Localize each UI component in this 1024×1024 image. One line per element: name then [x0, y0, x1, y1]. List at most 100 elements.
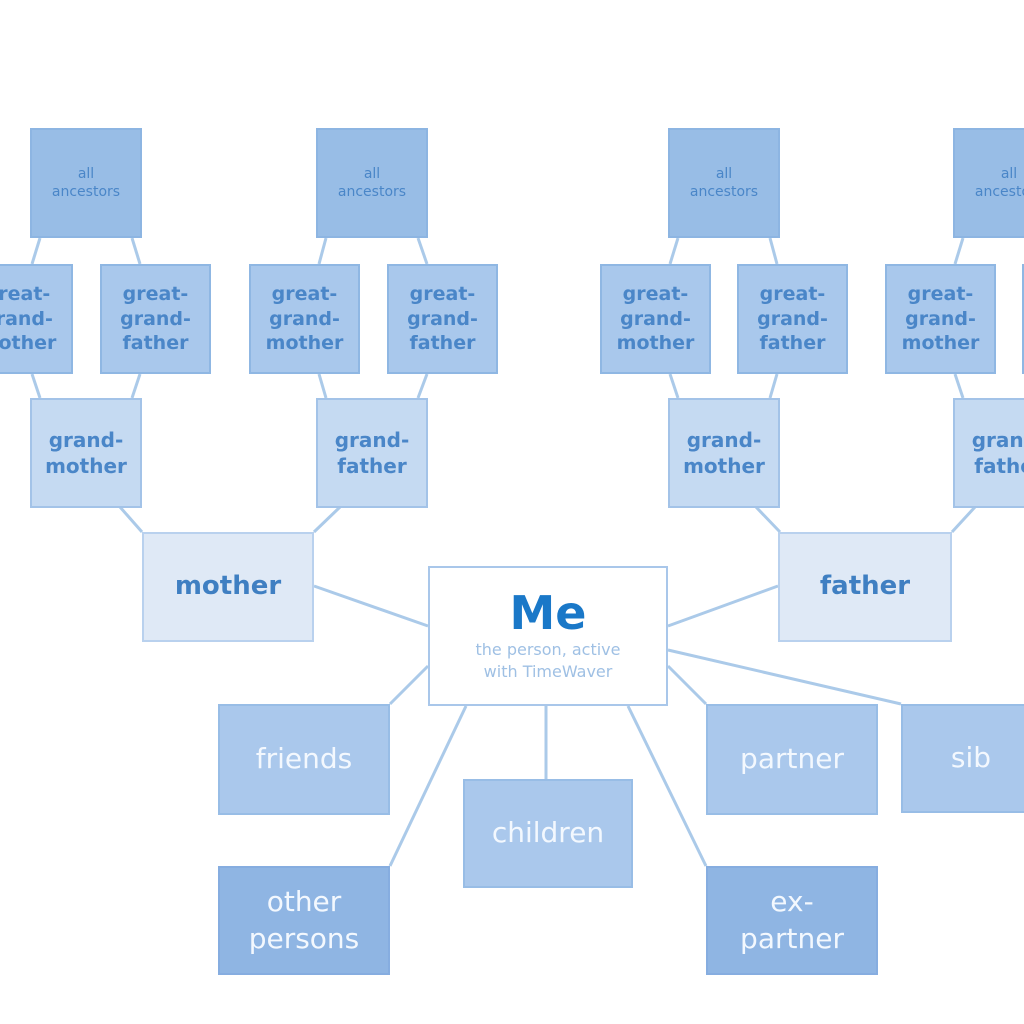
friends-box[interactable]: friends [218, 704, 390, 815]
great-grandfather-box[interactable]: great-grand-father [737, 264, 848, 374]
children-box[interactable]: children [463, 779, 633, 888]
ex-partner-box-label: ex- [770, 885, 814, 919]
great-grandfather-box-label: great- [122, 282, 189, 305]
great-grandmother-box[interactable]: great-grand-mother [0, 264, 73, 374]
all-ancestors-box-label: ancestors [51, 184, 121, 200]
connector-line [667, 584, 779, 628]
partner-box[interactable]: partner [706, 704, 878, 815]
children-box-label: children [491, 816, 605, 850]
grandfather-box[interactable]: grand-father [316, 398, 428, 508]
connector-line [668, 237, 680, 265]
great-grandfather-box-label: father [409, 332, 476, 355]
all-ancestors-box-label: all [715, 165, 733, 182]
great-grandfather-box-label: father [122, 332, 189, 355]
great-grandfather-box-label: great- [759, 282, 826, 305]
grandfather-box-label: father [974, 454, 1024, 478]
great-grandfather-box-label: grand- [757, 307, 828, 330]
grandmother-box-label: grand- [686, 428, 762, 452]
all-ancestors-box-label: ancestors [689, 184, 759, 200]
great-grandmother-box-label: mother [901, 332, 980, 355]
connector-line [416, 237, 429, 265]
great-grandmother-box-label: great- [0, 282, 51, 305]
all-ancestors-box[interactable]: all ancestors [668, 128, 780, 238]
great-grandfather-box[interactable]: great-grand-father [387, 264, 498, 374]
connector-line [768, 237, 779, 265]
connector-line [667, 648, 902, 706]
connector-line [130, 237, 142, 265]
grandfather-box-label: grand- [334, 428, 410, 452]
all-ancestors-box-label: ancestors [337, 184, 407, 200]
other-persons-box-label: persons [248, 921, 360, 955]
connector-line [768, 373, 779, 399]
great-grandmother-box-label: mother [0, 332, 57, 355]
great-grandfather-box-label: father [759, 332, 826, 355]
great-grandmother-box-label: grand- [269, 307, 340, 330]
connector-line [666, 664, 708, 706]
connector-line [312, 505, 342, 534]
grandfather-box[interactable]: grand-father [953, 398, 1024, 508]
father-box-label: father [819, 571, 911, 602]
connector-line [953, 237, 965, 265]
great-grandfather-box[interactable]: great-grand-father [100, 264, 211, 374]
great-grandmother-box-label: great- [271, 282, 338, 305]
grandfather-box-label: father [337, 454, 407, 478]
grandmother-box-label: grand- [48, 428, 124, 452]
all-ancestors-box[interactable]: all ancestors [953, 128, 1024, 238]
grandmother-box-label: mother [45, 454, 127, 478]
great-grandfather-box-label: great- [409, 282, 476, 305]
great-grandmother-box-label: great- [622, 282, 689, 305]
connector-line [130, 373, 142, 399]
partner-box-label: partner [740, 742, 844, 776]
ex-partner-box-label: partner [740, 921, 844, 955]
great-grandmother-box-label: grand- [905, 307, 976, 330]
siblings-box[interactable]: sib [901, 704, 1024, 813]
great-grandfather-box-label: grand- [120, 307, 191, 330]
connector-line [317, 237, 328, 265]
all-ancestors-box-label: ancestors [974, 184, 1024, 200]
great-grandmother-box[interactable]: great-grand-mother [600, 264, 711, 374]
great-grandfather-box[interactable]: great-grand-father [1022, 264, 1024, 374]
all-ancestors-box-label: all [363, 165, 381, 182]
connector-line [668, 373, 680, 399]
great-grandmother-box-label: grand- [620, 307, 691, 330]
connector-line [950, 505, 977, 534]
connector-line [313, 584, 429, 628]
connector-line [388, 664, 430, 706]
ex-partner-box[interactable]: ex-partner [706, 866, 878, 975]
other-persons-box-label: other [266, 885, 342, 919]
connector-line [30, 237, 42, 265]
great-grandmother-box-label: grand- [0, 307, 53, 330]
connector-line [953, 373, 965, 399]
great-grandmother-box-label: mother [616, 332, 695, 355]
connector-line [388, 705, 468, 867]
connector-line [317, 373, 328, 399]
all-ancestors-box[interactable]: all ancestors [316, 128, 428, 238]
connector-line [754, 505, 782, 534]
great-grandmother-box-label: mother [265, 332, 344, 355]
siblings-box-label: sib [950, 741, 992, 775]
connector-line [416, 373, 429, 399]
connector-line [118, 506, 144, 533]
mother-box[interactable]: mother [142, 532, 314, 642]
me-text: with TimeWaver [483, 662, 613, 682]
all-ancestors-box-label: all [1000, 165, 1018, 182]
friends-box-label: friends [255, 742, 353, 776]
great-grandmother-box[interactable]: great-grand-mother [249, 264, 360, 374]
all-ancestors-box-label: all [77, 165, 95, 182]
father-box[interactable]: father [778, 532, 952, 642]
me-text: Me [509, 586, 587, 641]
grandfather-box-label: grand- [971, 428, 1024, 452]
great-grandmother-box[interactable]: great-grand-mother [885, 264, 996, 374]
grandmother-box[interactable]: grand-mother [30, 398, 142, 508]
mother-box-label: mother [174, 571, 282, 602]
grandmother-box[interactable]: grand-mother [668, 398, 780, 508]
connector-line [30, 373, 42, 399]
me-text: the person, active [475, 639, 621, 659]
connector-line [626, 705, 708, 867]
all-ancestors-box[interactable]: all ancestors [30, 128, 142, 238]
great-grandmother-box-label: great- [907, 282, 974, 305]
